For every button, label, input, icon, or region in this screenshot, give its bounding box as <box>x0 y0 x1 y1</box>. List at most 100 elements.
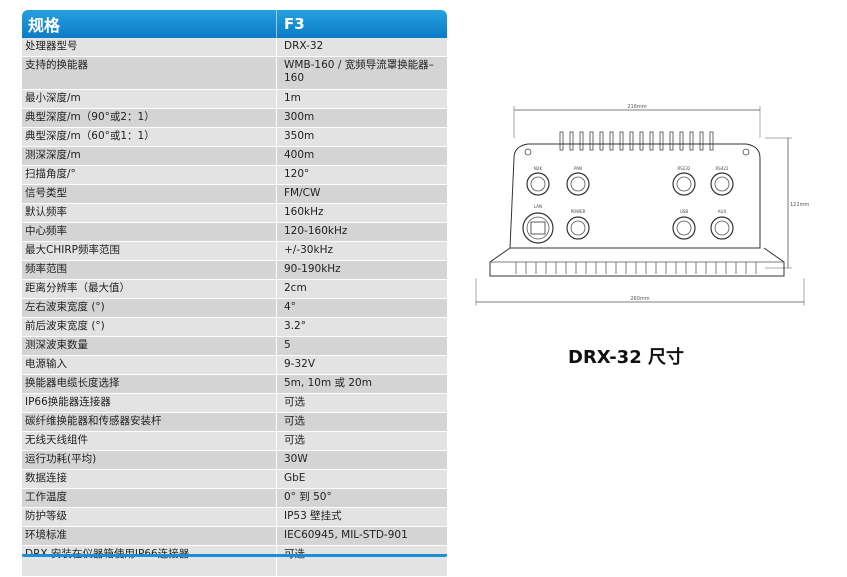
connector-usb: USB <box>672 209 696 240</box>
table-row: DRX 安装在仪器箱使用IP66连接器可选 <box>22 546 447 577</box>
table-row: 扫描角度/° 120° <box>22 166 447 185</box>
table-row: 数据连接 GbE <box>22 470 447 489</box>
table-row: 测深深度/m 400m <box>22 147 447 166</box>
row-label: 工作温度 <box>22 489 277 507</box>
enclosure-body <box>509 143 761 249</box>
connector-aux: AUX <box>710 209 734 240</box>
table-row: 前后波束宽度 (°) 3.2° <box>22 318 447 337</box>
row-label: 信号类型 <box>22 185 277 203</box>
top-fins <box>559 131 714 151</box>
table-bottom-bar <box>22 554 447 557</box>
row-label: 电源输入 <box>22 356 277 374</box>
table-row: 最小深度/m 1m <box>22 90 447 109</box>
table-row: 中心频率 120-160kHz <box>22 223 447 242</box>
row-value: 0° 到 50° <box>284 491 332 503</box>
table-row: 工作温度 0° 到 50° <box>22 489 447 508</box>
row-value: 3.2° <box>284 320 306 332</box>
svg-text:USB: USB <box>680 209 688 214</box>
table-row: 左右波束宽度 (°) 4° <box>22 299 447 318</box>
table-row: 支持的换能器 WMB-160 / 宽频导流罩换能器– 160 <box>22 57 447 90</box>
row-value: 120-160kHz <box>284 225 348 237</box>
row-label: 无线天线组件 <box>22 432 277 450</box>
table-row: 电源输入 9-32V <box>22 356 447 375</box>
row-value: 160kHz <box>284 206 324 218</box>
height-dimension-label: 122mm <box>790 202 809 208</box>
row-label: 防护等级 <box>22 508 277 526</box>
top-dimension-label: 216mm <box>627 104 646 110</box>
table-row: 无线天线组件可选 <box>22 432 447 451</box>
row-value: 2cm <box>284 282 307 294</box>
row-value: IP53 壁挂式 <box>284 510 342 522</box>
row-label: 环境标准 <box>22 527 277 545</box>
row-value: 5 <box>284 339 291 351</box>
svg-text:RS232: RS232 <box>678 166 691 171</box>
connector-pan: PAN <box>566 166 590 196</box>
row-label: 数据连接 <box>22 470 277 488</box>
row-label: 处理器型号 <box>22 38 277 56</box>
svg-text:N2K: N2K <box>534 166 543 171</box>
dimension-drawing: 216mm 122mm N2K P <box>475 104 809 306</box>
mounting-flange <box>489 247 785 277</box>
row-label: 默认频率 <box>22 204 277 222</box>
svg-text:PAN: PAN <box>574 166 582 171</box>
table-row: 测深波束数量 5 <box>22 337 447 356</box>
connector-lan: LAN <box>522 204 554 244</box>
table-row: 环境标准 IEC60945, MIL-STD-901 <box>22 527 447 546</box>
spec-header-label: 规格 <box>22 10 277 38</box>
row-value: IEC60945, MIL-STD-901 <box>284 529 408 541</box>
row-value: 可选 <box>284 415 305 427</box>
row-value: 30W <box>284 453 308 465</box>
row-label: 最大CHIRP频率范围 <box>22 242 277 260</box>
table-row: 最大CHIRP频率范围 +/-30kHz <box>22 242 447 261</box>
row-label: 扫描角度/° <box>22 166 277 184</box>
connector-rs422: RS422 <box>710 166 734 196</box>
svg-text:RS422: RS422 <box>716 166 729 171</box>
row-value: 可选 <box>284 434 305 446</box>
svg-text:AUX: AUX <box>718 209 727 214</box>
row-value: 可选 <box>284 396 305 408</box>
row-label: 运行功耗(平均) <box>22 451 277 469</box>
row-value: +/-30kHz <box>284 244 333 256</box>
table-row: 碳纤维换能器和传感器安装杆可选 <box>22 413 447 432</box>
table-row: 典型深度/m（90°或2：1）300m <box>22 109 447 128</box>
row-label: 中心频率 <box>22 223 277 241</box>
spec-table-header: 规格 F3 <box>22 10 447 38</box>
row-label: 前后波束宽度 (°) <box>22 318 277 336</box>
row-value: GbE <box>284 472 306 484</box>
row-value: 120° <box>284 168 310 180</box>
table-row: 典型深度/m（60°或1：1） 350m <box>22 128 447 147</box>
bottom-fins <box>515 262 757 274</box>
row-value: FM/CW <box>284 187 321 199</box>
connector-power: POWER <box>566 209 590 240</box>
row-value: 1m <box>284 92 301 104</box>
row-value: 350m <box>284 130 315 142</box>
row-label: 碳纤维换能器和传感器安装杆 <box>22 413 277 431</box>
bottom-dimension-label: 260mm <box>630 296 649 302</box>
table-row: 运行功耗(平均) 30W <box>22 451 447 470</box>
row-value: 400m <box>284 149 315 161</box>
row-label: 典型深度/m（90°或2：1） <box>22 109 277 127</box>
model-header-label: F3 <box>284 15 305 33</box>
row-label: IP66换能器连接器 <box>22 394 277 412</box>
row-label: 最小深度/m <box>22 90 277 108</box>
row-value: 9-32V <box>284 358 316 370</box>
row-label: 测深波束数量 <box>22 337 277 355</box>
row-label: 换能器电缆长度选择 <box>22 375 277 393</box>
row-label: 测深深度/m <box>22 147 277 165</box>
table-row: 信号类型 FM/CW <box>22 185 447 204</box>
table-row: 默认频率 160kHz <box>22 204 447 223</box>
row-label: 支持的换能器 <box>22 57 277 89</box>
connector-rs232: RS232 <box>672 166 696 196</box>
table-row: 防护等级 IP53 壁挂式 <box>22 508 447 527</box>
row-label: 典型深度/m（60°或1：1） <box>22 128 277 146</box>
row-label: 距离分辨率（最大值） <box>22 280 277 298</box>
row-label: 左右波束宽度 (°) <box>22 299 277 317</box>
row-value: 4° <box>284 301 296 313</box>
row-value: WMB-160 / 宽频导流罩换能器– 160 <box>284 59 434 84</box>
row-value: 90-190kHz <box>284 263 341 275</box>
svg-text:LAN: LAN <box>534 204 542 209</box>
svg-text:POWER: POWER <box>571 209 586 214</box>
